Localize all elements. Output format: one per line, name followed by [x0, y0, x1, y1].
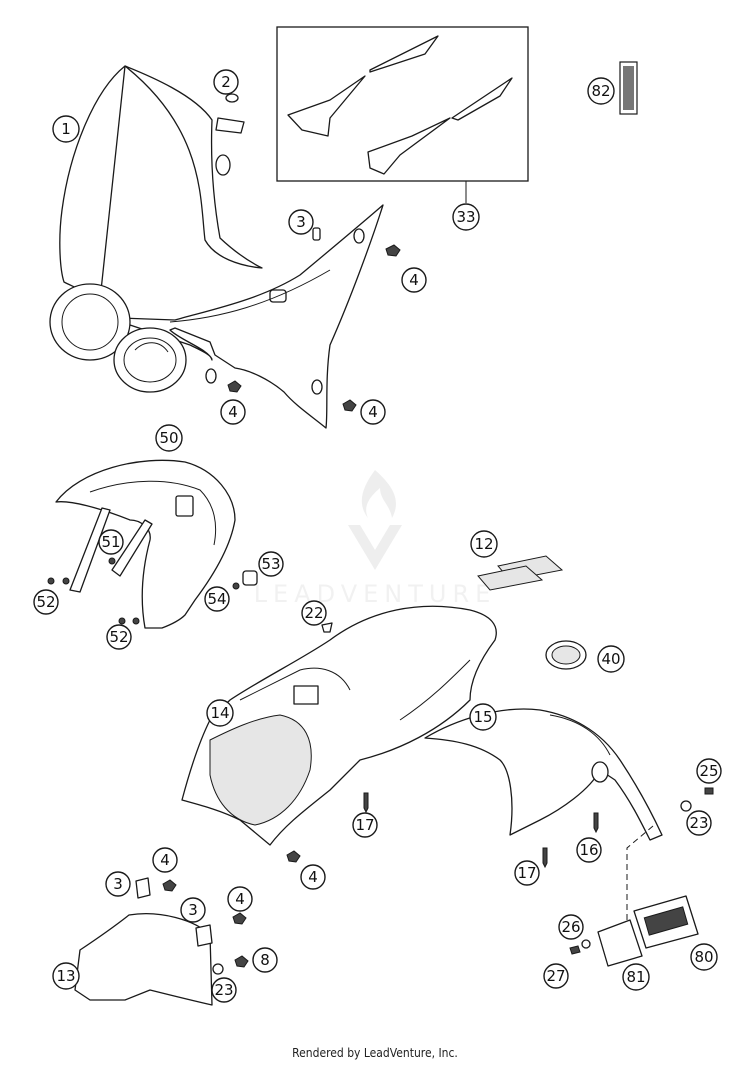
callout-25: 25	[696, 758, 722, 784]
svg-text:40: 40	[601, 650, 620, 668]
callout-12: 12	[470, 530, 498, 558]
svg-text:3: 3	[296, 213, 306, 231]
svg-text:4: 4	[409, 271, 419, 289]
svg-text:26: 26	[561, 918, 580, 936]
clip-part	[312, 227, 321, 241]
svg-text:81: 81	[626, 968, 645, 986]
callout-3: 3	[288, 209, 314, 235]
plug-part	[321, 622, 333, 633]
svg-text:23: 23	[214, 981, 233, 999]
callout-54: 54	[204, 586, 230, 612]
svg-text:17: 17	[355, 816, 374, 834]
callout-23: 23	[686, 810, 712, 836]
svg-text:2: 2	[221, 73, 231, 91]
tail-section-part	[181, 605, 497, 846]
svg-text:52: 52	[109, 628, 128, 646]
svg-text:53: 53	[261, 555, 280, 573]
license-bracket-part	[74, 877, 224, 1006]
callout-4: 4	[227, 886, 253, 912]
svg-text:33: 33	[456, 208, 475, 226]
svg-text:15: 15	[473, 708, 492, 726]
callout-50: 50	[155, 424, 183, 452]
callout-22: 22	[301, 600, 327, 626]
callout-3: 3	[180, 897, 206, 923]
callout-15: 15	[469, 703, 497, 731]
svg-text:14: 14	[210, 704, 229, 722]
svg-text:27: 27	[546, 967, 565, 985]
svg-text:54: 54	[207, 590, 226, 608]
svg-text:50: 50	[159, 429, 178, 447]
svg-text:4: 4	[228, 403, 238, 421]
svg-text:4: 4	[308, 868, 318, 886]
callout-80: 80	[690, 943, 718, 971]
callout-4: 4	[220, 399, 246, 425]
svg-text:4: 4	[160, 851, 170, 869]
front-fender-part	[55, 459, 236, 629]
callout-26: 26	[558, 914, 584, 940]
svg-text:23: 23	[689, 814, 708, 832]
ring-part	[545, 640, 587, 670]
callout-14: 14	[206, 699, 234, 727]
callout-17: 17	[514, 860, 540, 886]
callout-13: 13	[52, 962, 80, 990]
filter-part	[619, 61, 638, 115]
callout-52: 52	[33, 589, 59, 615]
svg-text:80: 80	[694, 948, 713, 966]
svg-text:22: 22	[304, 604, 323, 622]
svg-text:16: 16	[579, 841, 598, 859]
footer-credit: Rendered by LeadVenture, Inc.	[292, 1046, 458, 1060]
svg-text:13: 13	[56, 967, 75, 985]
callout-2: 2	[213, 69, 239, 95]
callout-1: 1	[52, 115, 80, 143]
callout-8: 8	[252, 947, 278, 973]
svg-text:4: 4	[368, 403, 378, 421]
svg-text:3: 3	[113, 875, 123, 893]
svg-text:17: 17	[517, 864, 536, 882]
callout-82: 82	[587, 77, 615, 105]
callout-17: 17	[352, 812, 378, 838]
callout-33: 33	[452, 203, 480, 231]
watermark-text: LEADVENTURE	[254, 580, 497, 608]
svg-text:25: 25	[699, 762, 718, 780]
callout-4: 4	[401, 267, 427, 293]
svg-text:82: 82	[591, 82, 610, 100]
adhesive-strips-part	[477, 555, 564, 591]
svg-text:8: 8	[260, 951, 270, 969]
callout-40: 40	[597, 645, 625, 673]
callout-4: 4	[360, 399, 386, 425]
callout-16: 16	[576, 837, 602, 863]
callout-27: 27	[543, 963, 569, 989]
callout-23: 23	[211, 977, 237, 1003]
svg-text:12: 12	[474, 535, 493, 553]
headlight-mask-part	[49, 65, 384, 429]
leader-line	[626, 825, 654, 928]
rear-screw-parts	[363, 787, 714, 869]
callout-51: 51	[98, 529, 124, 555]
svg-text:52: 52	[36, 593, 55, 611]
callout-3: 3	[105, 871, 131, 897]
callout-4: 4	[152, 847, 178, 873]
callout-53: 53	[258, 551, 284, 577]
watermark-logo: LEADVENTURE	[254, 470, 497, 608]
callout-4: 4	[300, 864, 326, 890]
decal-kit-box	[276, 26, 529, 203]
reflector-assembly-part	[569, 895, 699, 967]
svg-text:1: 1	[61, 120, 71, 138]
callout-52: 52	[106, 624, 132, 650]
svg-text:4: 4	[235, 890, 245, 908]
fender-screw-parts	[47, 557, 258, 625]
rear-fender-part	[424, 708, 663, 841]
callout-81: 81	[622, 963, 650, 991]
screw-parts	[162, 244, 401, 968]
svg-text:51: 51	[101, 533, 120, 551]
svg-text:3: 3	[188, 901, 198, 919]
grommet-part	[225, 93, 239, 103]
